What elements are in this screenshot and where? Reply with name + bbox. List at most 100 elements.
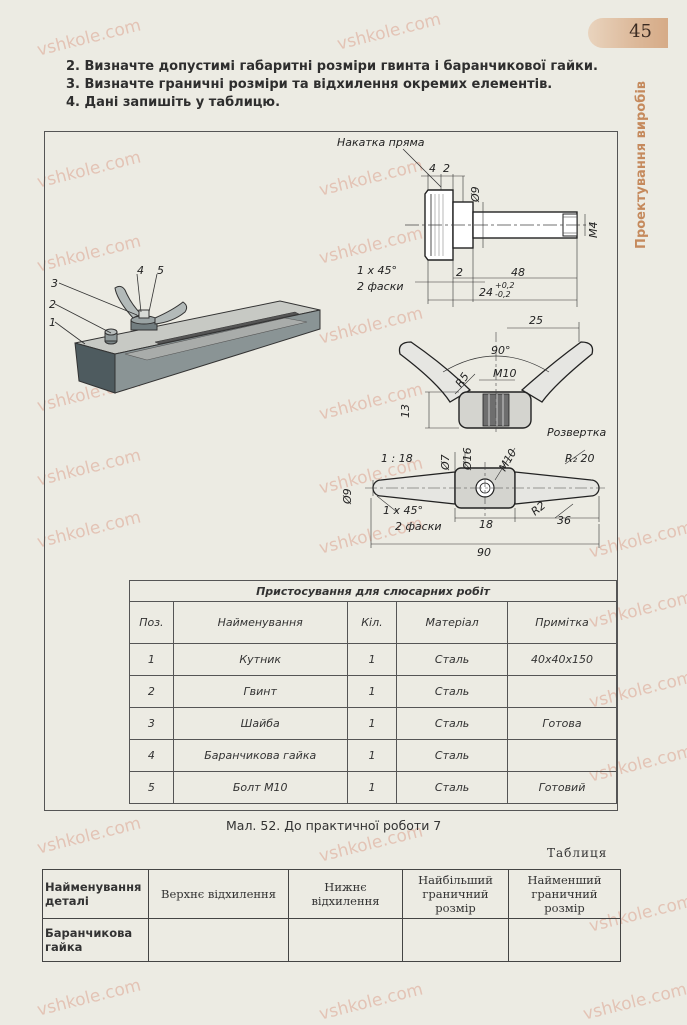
knurl-label: Накатка пряма: [337, 136, 425, 149]
technical-drawing: 3 4 5 2 1 Накатка пряма: [49, 136, 606, 559]
callout-4: 4: [137, 264, 144, 277]
spec-cell-material: Сталь: [396, 675, 508, 708]
callout-3: 3: [51, 277, 58, 290]
data-cell-upper-deviation[interactable]: [148, 918, 289, 962]
data-table: Найменування деталі Верхнє відхилення Ни…: [42, 869, 621, 962]
dev-dim-d9: Ø9: [341, 488, 354, 505]
screw-drawing: Накатка пряма: [337, 136, 600, 307]
spec-table-title: Пристосування для слюсарних робіт: [129, 580, 617, 602]
nut-dim-13: 13: [399, 404, 412, 418]
data-cell-part-name: Баранчикова гайка: [42, 918, 149, 962]
nut-dim-m10: M10: [493, 367, 517, 380]
screw-dim-d9: Ø9: [469, 186, 482, 203]
development-drawing: Розвертка 1 : 18 Ø16 Ø7: [341, 426, 606, 559]
instruction-item: 3. Визначте граничні розміри та відхилен…: [66, 77, 553, 92]
spec-cell-material: Сталь: [396, 771, 508, 804]
callout-5: 5: [157, 264, 164, 277]
screw-dim-m4: M4: [587, 222, 600, 239]
data-header-part-name: Найменування деталі: [42, 869, 149, 919]
fixture-isometric: [54, 273, 321, 394]
spec-cell-material: Сталь: [396, 707, 508, 740]
watermark-text: vshkole.com: [35, 975, 144, 1021]
spec-header-qty: Кіл.: [346, 601, 398, 644]
spec-cell-qty: 1: [346, 707, 398, 740]
data-cell-lower-deviation[interactable]: [288, 918, 403, 962]
screw-dim-48: 48: [511, 266, 525, 279]
dev-dim-d16: Ø16: [461, 447, 474, 471]
screw-dim-tol-lower: -0,2: [495, 290, 511, 299]
screw-dim-chamfer: 1 x 45°: [357, 264, 397, 277]
spec-cell-material: Сталь: [396, 739, 508, 772]
spec-cell-qty: 1: [346, 739, 398, 772]
wing-nut-drawing: 25 90° R5 M10 13: [398, 314, 594, 432]
watermark-text: vshkole.com: [35, 813, 144, 859]
table-row: 1 Кутник 1 Сталь 40x40x150: [129, 643, 618, 676]
watermark-text: vshkole.com: [35, 15, 144, 61]
dev-dim-chamfers-label: 2 фаски: [395, 520, 441, 533]
dev-dim-d7: Ø7: [439, 454, 452, 471]
figure-frame: 3 4 5 2 1 Накатка пряма: [44, 131, 618, 811]
spec-cell-note: Готова: [506, 707, 618, 740]
spec-cell-pos: 2: [129, 675, 174, 708]
instruction-item: 4. Дані запишіть у таблицю.: [66, 95, 281, 110]
development-label: Розвертка: [547, 426, 606, 439]
data-header-min-size: Найменший граничний розмір: [508, 869, 621, 919]
spec-cell-note: [506, 739, 618, 772]
page-number-tab: 45: [588, 18, 668, 48]
spec-cell-name: Кутник: [172, 643, 348, 676]
spec-header-material: Матеріал: [396, 601, 508, 644]
instructions-list: 2. Визначте допустимі габаритні розміри …: [66, 58, 626, 112]
spec-cell-name: Баранчикова гайка: [172, 739, 348, 772]
spec-cell-note: [506, 675, 618, 708]
side-section-title: Проектування виробів: [630, 55, 652, 275]
screw-dim-2-bottom: 2: [456, 266, 463, 279]
table-row: 5 Болт M10 1 Сталь Готовий: [129, 771, 618, 804]
watermark-text: vshkole.com: [335, 9, 444, 55]
page-number: 45: [629, 21, 652, 42]
screw-dim-tol-upper: +0,2: [495, 281, 514, 290]
spec-cell-pos: 3: [129, 707, 174, 740]
table-row: 3 Шайба 1 Сталь Готова: [129, 707, 618, 740]
screw-dim-chamfers-label: 2 фаски: [357, 280, 403, 293]
watermark-text: vshkole.com: [581, 979, 687, 1025]
dev-dim-taper: 1 : 18: [381, 452, 413, 465]
spec-cell-name: Болт M10: [172, 771, 348, 804]
spec-cell-qty: 1: [346, 675, 398, 708]
spec-cell-name: Шайба: [172, 707, 348, 740]
spec-header-note: Примітка: [506, 601, 618, 644]
screw-dim-24: 24: [479, 286, 493, 299]
spec-header-pos: Поз.: [129, 601, 174, 644]
nut-dim-90deg: 90°: [491, 344, 511, 357]
figure-caption: Мал. 52. До практичної роботи 7: [226, 818, 442, 833]
screw-dim-2-top: 2: [443, 162, 450, 175]
side-section-title-text: Проектування виробів: [633, 81, 649, 249]
data-cell-min-size[interactable]: [508, 918, 621, 962]
data-header-upper-deviation: Верхнє відхилення: [148, 869, 289, 919]
spec-cell-qty: 1: [346, 771, 398, 804]
spec-cell-qty: 1: [346, 643, 398, 676]
dev-dim-90: 90: [477, 546, 491, 559]
nut-dim-25: 25: [529, 314, 543, 327]
table-row: 4 Баранчикова гайка 1 Сталь: [129, 739, 618, 772]
spec-header-name: Найменування: [172, 601, 348, 644]
spec-cell-note: Готовий: [506, 771, 618, 804]
spec-cell-name: Гвинт: [172, 675, 348, 708]
spec-cell-material: Сталь: [396, 643, 508, 676]
callout-1: 1: [49, 316, 56, 329]
dev-dim-18: 18: [479, 518, 493, 531]
watermark-text: vshkole.com: [317, 979, 426, 1025]
spec-cell-note: 40x40x150: [506, 643, 618, 676]
table-row: 2 Гвинт 1 Сталь: [129, 675, 618, 708]
spec-cell-pos: 4: [129, 739, 174, 772]
dev-dim-r20: R₂ 20: [565, 452, 595, 465]
table-row: Баранчикова гайка: [42, 918, 621, 962]
dev-dim-chamfer: 1 x 45°: [383, 504, 423, 517]
spec-cell-pos: 5: [129, 771, 174, 804]
callout-2: 2: [49, 298, 56, 311]
data-cell-max-size[interactable]: [402, 918, 509, 962]
table-label: Таблиця: [547, 846, 608, 860]
dev-dim-36: 36: [557, 514, 571, 527]
specification-table: Пристосування для слюсарних робіт Поз. Н…: [129, 580, 618, 804]
fixture-callouts: 3 4 5 2 1: [49, 264, 164, 329]
data-header-lower-deviation: Нижнє відхилення: [288, 869, 403, 919]
